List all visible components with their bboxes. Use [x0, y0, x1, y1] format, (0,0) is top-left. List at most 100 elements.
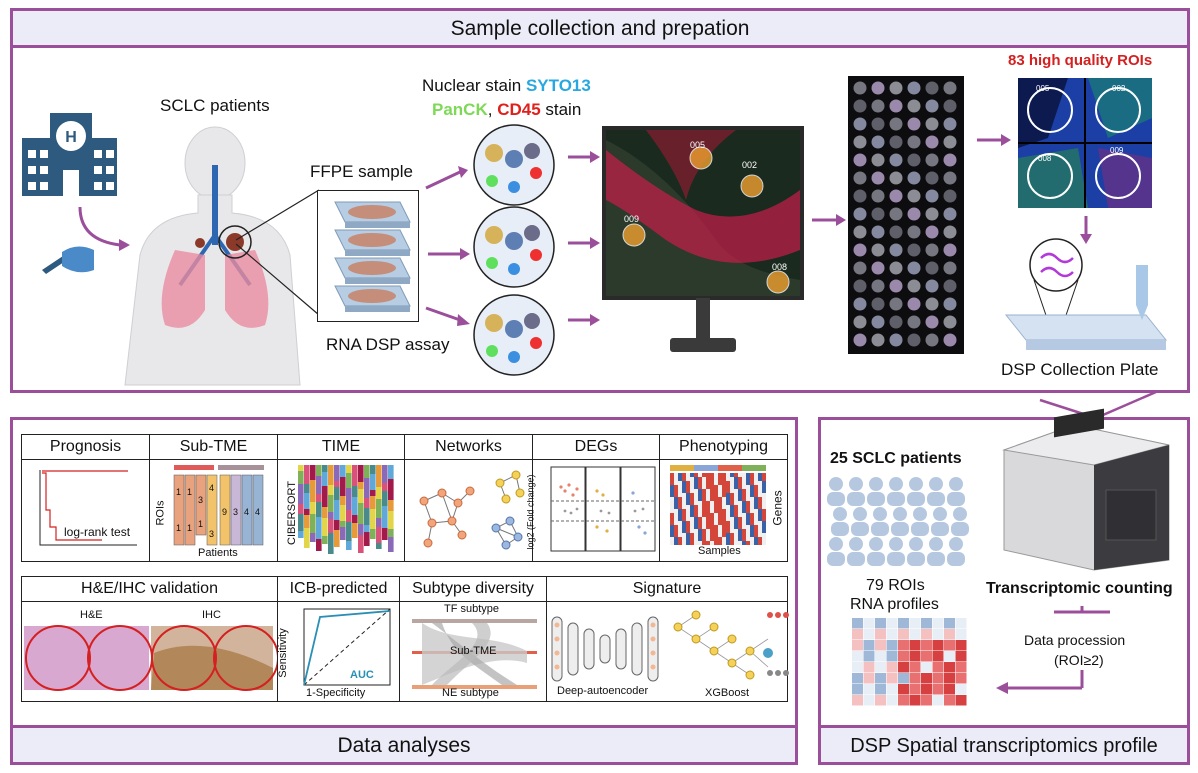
cibersort-segment [340, 477, 346, 496]
heatmap-cell [758, 517, 762, 521]
heatmap-cell [678, 505, 682, 509]
heatmap-cell [710, 473, 714, 477]
heatmap-cell [746, 509, 750, 513]
heatmap-annotation [706, 465, 710, 471]
heatmap-cell [722, 521, 726, 525]
cibersort-segment [346, 488, 352, 510]
heatmap-cell [758, 509, 762, 513]
heatmap-cell [682, 477, 686, 481]
cibersort-segment [370, 474, 376, 490]
cibersort-segment [304, 493, 310, 509]
heatmap-cell [718, 509, 722, 513]
heatmap-cell [698, 489, 702, 493]
heatmap-cell [734, 481, 738, 485]
heatmap-cell [734, 505, 738, 509]
rna-profile-cell [909, 618, 921, 629]
heatmap-cell [734, 489, 738, 493]
heatmap-cell [734, 529, 738, 533]
tma-core [853, 297, 867, 311]
heatmap-cell [718, 529, 722, 533]
cibersort-segment [358, 489, 364, 503]
heatmap-cell [674, 493, 678, 497]
tma-core [853, 153, 867, 167]
heatmap-cell [682, 533, 686, 537]
rna-profile-cell [921, 651, 932, 662]
rna-profile-cell [863, 684, 875, 695]
cibersort-segment [340, 527, 346, 540]
plate-label: DSP Collection Plate [1001, 360, 1159, 379]
rna-profile-cell [863, 640, 875, 651]
tma-core [889, 315, 903, 329]
heatmap-cell [702, 481, 706, 485]
heatmap-cell [698, 517, 702, 521]
heatmap-cell [754, 505, 758, 509]
cibersort-segment [322, 472, 328, 486]
tma-core [943, 207, 957, 221]
heatmap-annotation [722, 465, 726, 471]
cibersort-segment [334, 520, 340, 530]
heatmap-cell [762, 533, 766, 537]
heatmap-cell [758, 497, 762, 501]
heatmap-cell [686, 521, 690, 525]
heatmap-cell [714, 497, 718, 501]
cibersort-segment [304, 509, 310, 515]
heatmap-cell [678, 489, 682, 493]
cibersort-segment [364, 525, 370, 532]
signature-xgb: XGBoost [705, 687, 750, 699]
heatmap-cell [706, 493, 710, 497]
heatmap-annotation [714, 465, 718, 471]
heatmap-cell [718, 513, 722, 517]
heatmap-cell [670, 481, 674, 485]
rna-profile-cell [909, 673, 921, 684]
heatmap-annotation [734, 465, 738, 471]
degs-volcano-panels [550, 466, 656, 552]
heatmap-cell [762, 517, 766, 521]
tma-core [871, 81, 885, 95]
heatmap-cell [754, 521, 758, 525]
heatmap-cell [682, 517, 686, 521]
heatmap-cell [686, 501, 690, 505]
cibersort-segment [316, 494, 322, 502]
heatmap-cell [714, 525, 718, 529]
heatmap-cell [734, 537, 738, 541]
tma-core [871, 171, 885, 185]
cibersort-segment [388, 500, 394, 511]
rna-profile-cell [944, 640, 955, 651]
heatmap-cell [730, 481, 734, 485]
heatmap-cell [674, 525, 678, 529]
cibersort-segment [376, 518, 382, 527]
rois-line2: RNA profiles [850, 596, 939, 613]
heatmap-cell [754, 509, 758, 513]
roi-quality-label: 83 high quality ROIs [1008, 52, 1153, 69]
tma-core [871, 99, 885, 113]
tma-core [907, 153, 921, 167]
heatmap-cell [714, 473, 718, 477]
signature-title: Signature [547, 577, 787, 602]
cibersort-segment [364, 532, 370, 546]
tma-core [925, 243, 939, 257]
prognosis-title: Prognosis [22, 435, 149, 460]
heatmap-cell [734, 509, 738, 513]
heatmap-cell [722, 501, 726, 505]
heatmap-cell [698, 525, 702, 529]
person-head [953, 507, 967, 521]
rna-profile-cell [921, 640, 932, 651]
heatmap-cell [722, 517, 726, 521]
heatmap-cell [722, 493, 726, 497]
rna-profile-cell [875, 695, 886, 706]
subtme-cell-5: 1 [176, 523, 182, 533]
signature-dae: Deep-autoencoder [557, 685, 649, 697]
heatmap-cell [710, 529, 714, 533]
heatmap-cell [718, 477, 722, 481]
rna-profile-cell [898, 695, 909, 706]
person-body [931, 522, 949, 536]
heatmap-cell [706, 533, 710, 537]
stain-probe-circle-2 [473, 206, 555, 288]
roi-id-009: 009 [624, 214, 640, 224]
heatmap-cell [734, 493, 738, 497]
heatmap-cell [702, 505, 706, 509]
tma-core [925, 171, 939, 185]
cibersort-segment [340, 521, 346, 527]
heatmap-cell [690, 517, 694, 521]
heatmap-cell [682, 537, 686, 541]
